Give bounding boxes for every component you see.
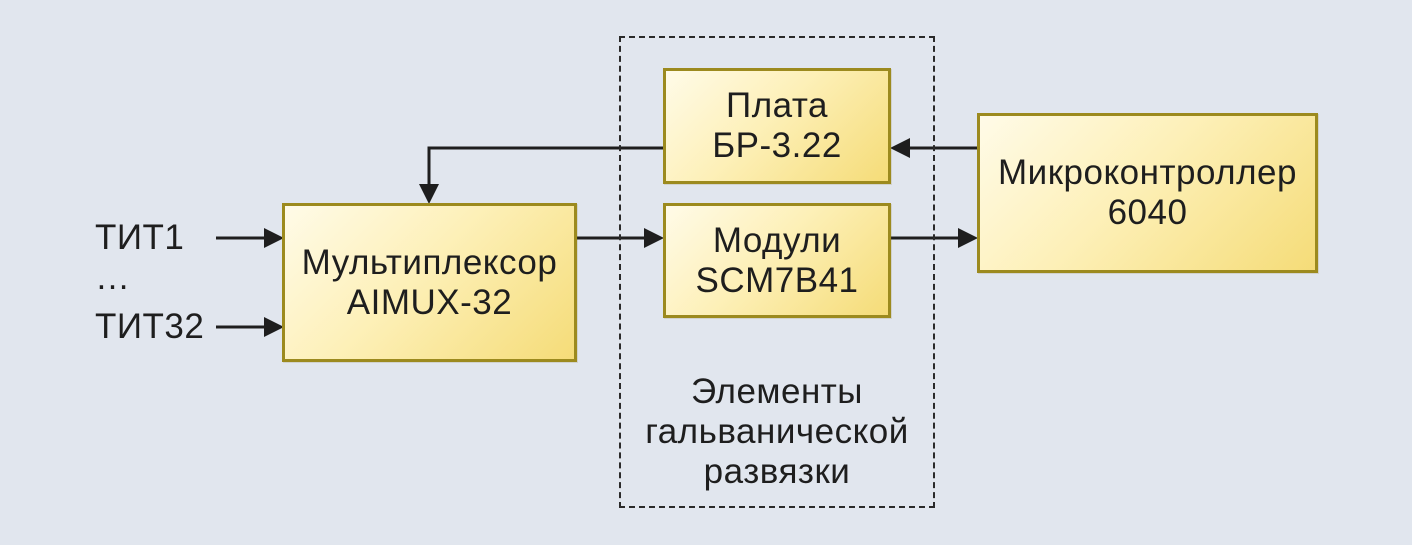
board-model: БР-3.22 bbox=[712, 126, 842, 165]
input-ellipsis: … bbox=[95, 258, 134, 297]
multiplexer-title: Мультиплексор bbox=[301, 242, 558, 282]
isolation-zone-label: Элементы гальванической развязки bbox=[619, 372, 935, 492]
arrow-multiplexer-to-modules bbox=[576, 228, 664, 248]
isolation-zone-label-line1: Элементы bbox=[691, 372, 863, 411]
arrow-tit1-to-multiplexer bbox=[216, 228, 284, 248]
board-block: Плата БР-3.22 bbox=[663, 68, 891, 184]
modules-block: Модули SCM7B41 bbox=[663, 203, 891, 318]
isolation-zone-label-line3: развязки bbox=[703, 452, 851, 491]
multiplexer-model: AIMUX-32 bbox=[346, 282, 513, 322]
arrow-modules-to-microcontroller bbox=[889, 228, 978, 248]
microcontroller-block: Микроконтроллер 6040 bbox=[977, 113, 1318, 273]
isolation-zone bbox=[619, 36, 935, 508]
arrow-microcontroller-to-board bbox=[890, 138, 978, 158]
input-label-tit32: ТИТ32 bbox=[95, 307, 205, 346]
arrow-tit32-to-multiplexer bbox=[216, 317, 284, 337]
modules-title: Модули bbox=[712, 220, 842, 260]
board-title: Плата bbox=[726, 86, 828, 125]
isolation-zone-label-line2: гальванической bbox=[645, 412, 909, 451]
microcontroller-model: 6040 bbox=[1107, 193, 1188, 232]
modules-model: SCM7B41 bbox=[695, 260, 859, 300]
input-label-tit1: ТИТ1 bbox=[95, 218, 185, 257]
multiplexer-block: Мультиплексор AIMUX-32 bbox=[282, 203, 577, 362]
microcontroller-title: Микроконтроллер bbox=[998, 153, 1297, 192]
arrow-board-to-multiplexer bbox=[419, 146, 664, 204]
